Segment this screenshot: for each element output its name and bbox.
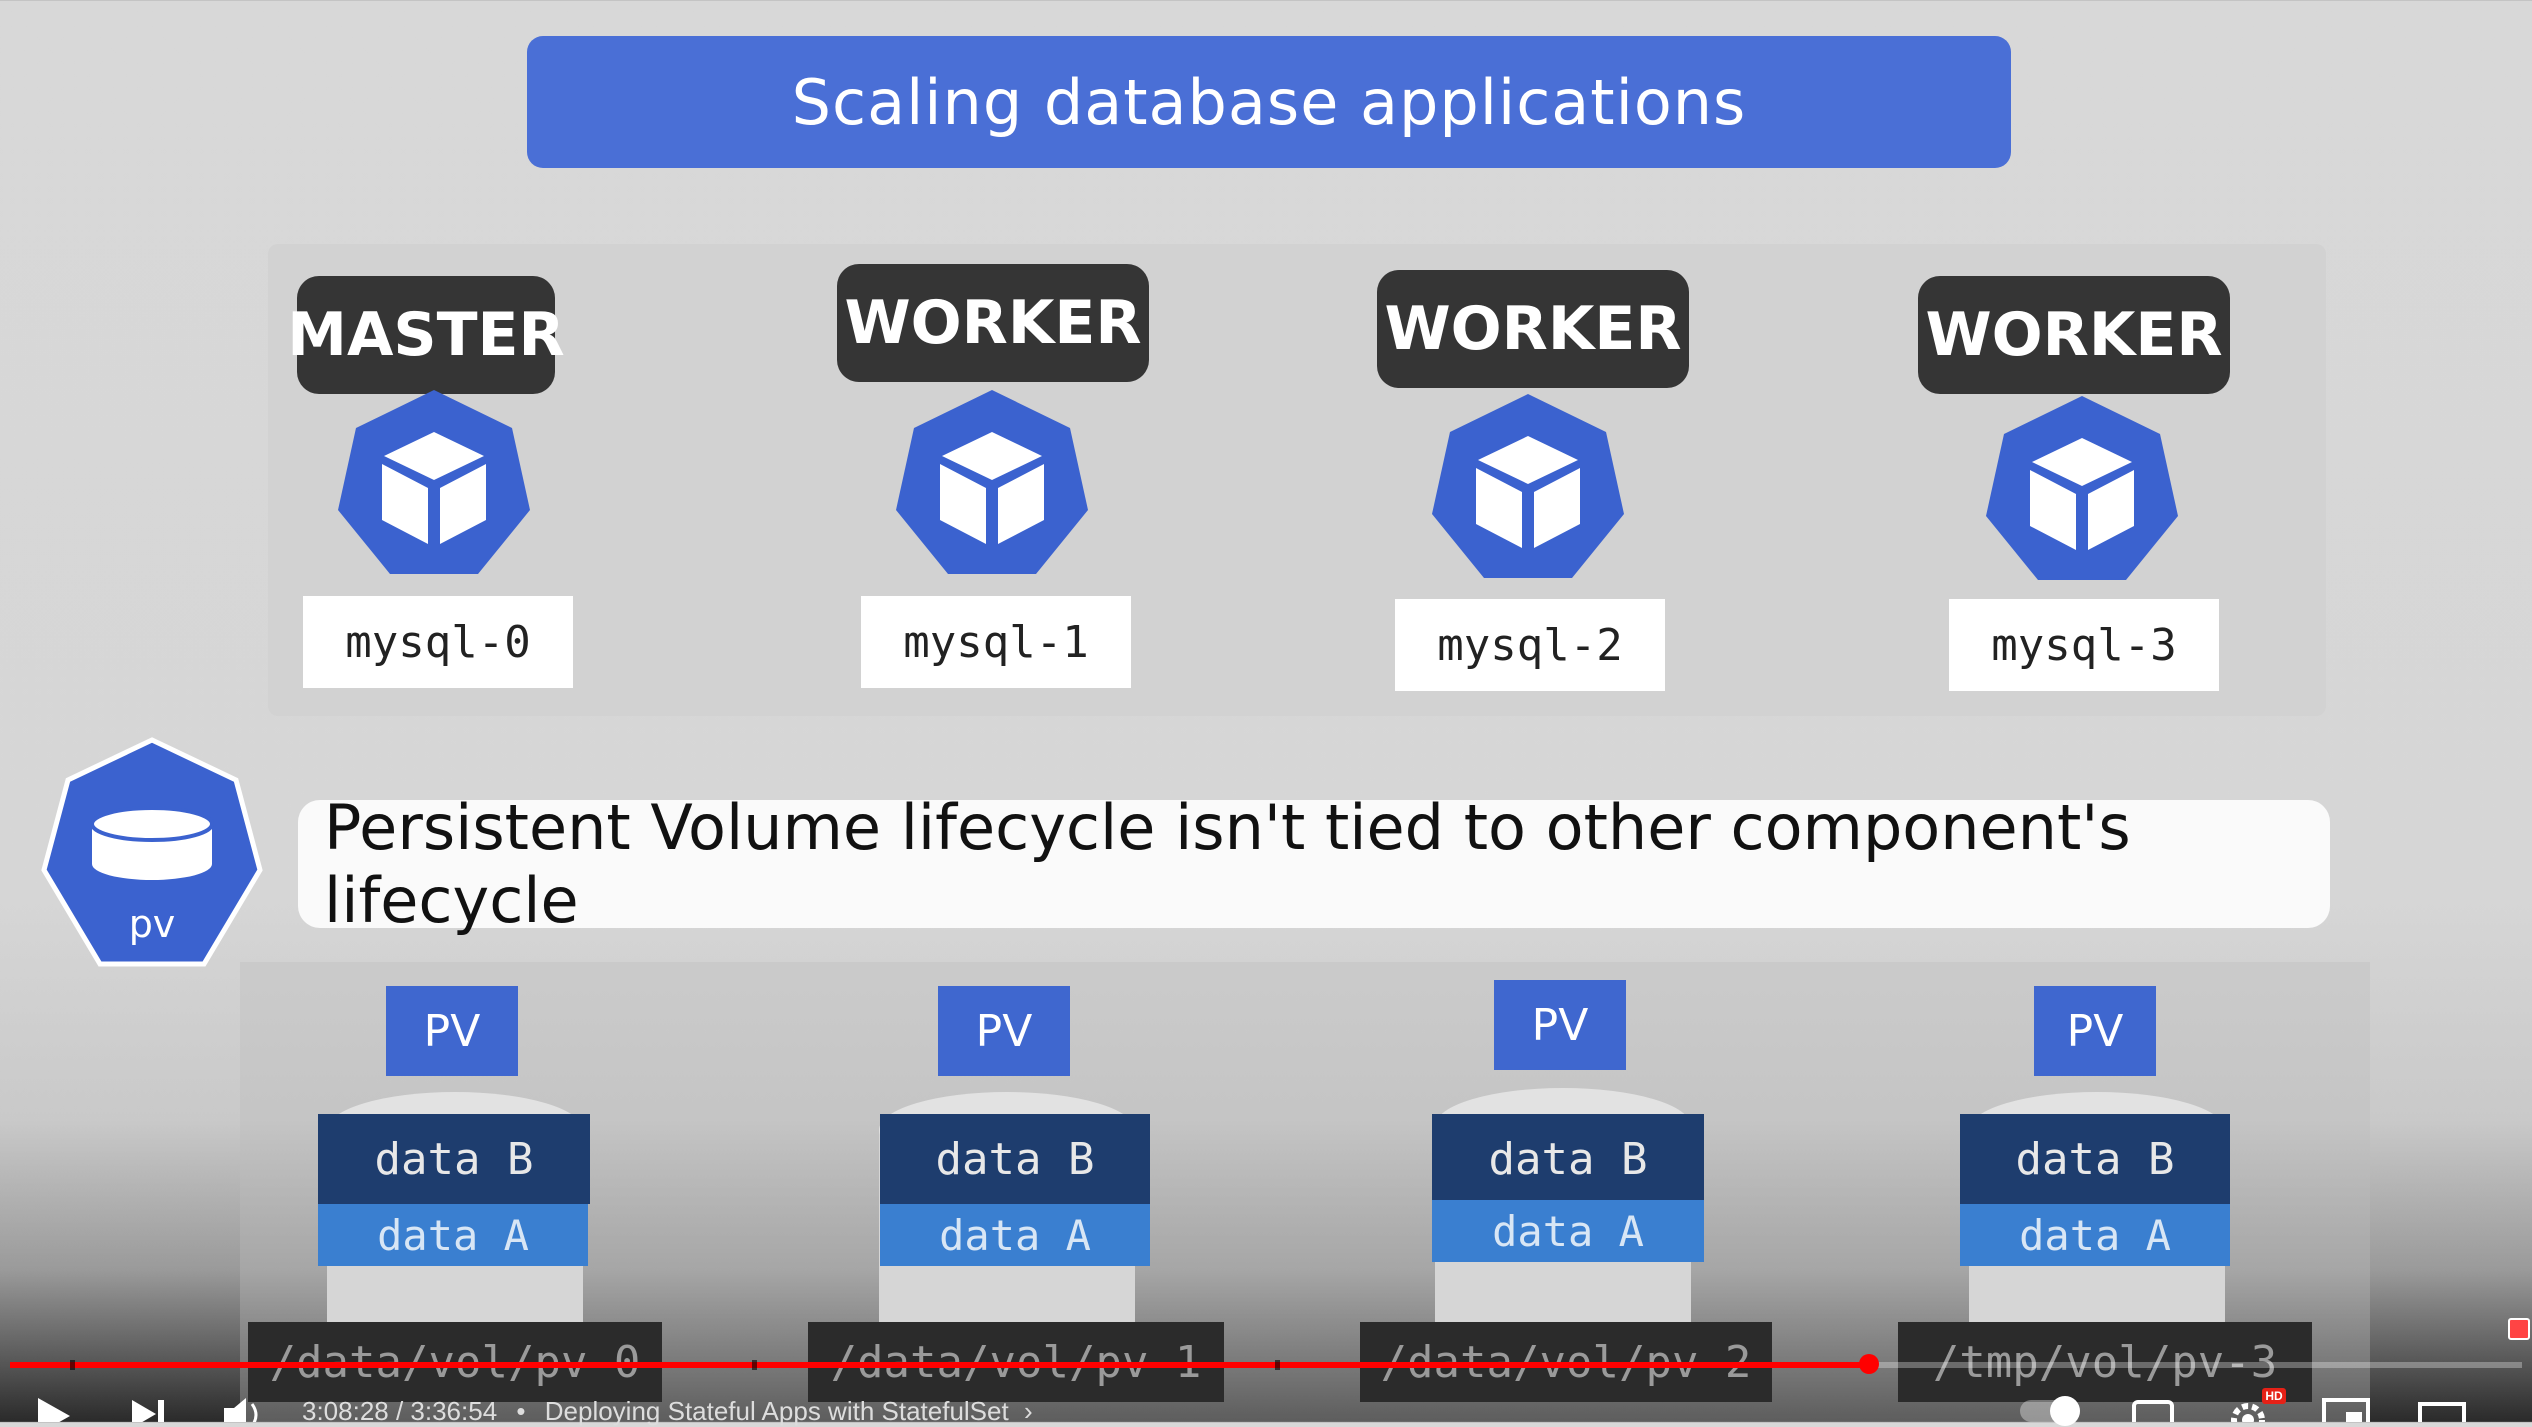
pv-tag: PV [2034, 986, 2156, 1076]
time-display: 3:08:28 / 3:36:54 • Deploying Stateful A… [302, 1396, 1033, 1427]
settings-icon[interactable] [2226, 1398, 2270, 1422]
pod-label: mysql-3 [1949, 599, 2219, 691]
lifecycle-statement: Persistent Volume lifecycle isn't tied t… [298, 791, 2330, 937]
volume-icon[interactable] [222, 1398, 266, 1422]
data-b-block: data B [880, 1114, 1150, 1204]
chapter-marker [70, 1360, 75, 1370]
chapter-marker [752, 1360, 757, 1370]
progress-played [10, 1362, 1869, 1368]
play-icon[interactable] [34, 1396, 74, 1422]
subtitles-icon[interactable] [2132, 1400, 2174, 1422]
data-a-block: data A [1432, 1200, 1704, 1262]
miniplayer-icon[interactable] [2322, 1398, 2370, 1422]
persistent-volume-icon [41, 737, 263, 967]
autoplay-knob [2050, 1396, 2080, 1426]
pod-label: mysql-0 [303, 596, 573, 688]
node-role-badge: MASTER [287, 276, 565, 394]
theater-icon[interactable] [2418, 1398, 2466, 1422]
pod-cube-icon [1986, 396, 2178, 580]
data-a-block: data A [1960, 1204, 2230, 1266]
pv-tag: PV [938, 986, 1070, 1076]
pod-cube-icon [338, 390, 530, 574]
separator-dot: • [516, 1396, 526, 1426]
pod-label: mysql-1 [861, 596, 1131, 688]
node-role-badge: WORKER [1377, 270, 1689, 388]
pod-cube-icon [896, 390, 1088, 574]
pv-icon-label: pv [128, 902, 176, 946]
data-b-block: data B [1960, 1114, 2230, 1204]
pod-cube-icon [1432, 394, 1624, 578]
slide-title: Scaling database applications [527, 36, 2011, 168]
data-b-block: data B [1432, 1114, 1704, 1204]
node-role-badge: WORKER [1918, 276, 2230, 394]
pv-tag: PV [386, 986, 518, 1076]
elapsed-duration: 3:08:28 / 3:36:54 [302, 1396, 498, 1426]
chapter-title[interactable]: Deploying Stateful Apps with StatefulSet [544, 1396, 1009, 1426]
pod-label: mysql-2 [1395, 599, 1665, 691]
chevron-right-icon[interactable]: › [1023, 1396, 1033, 1426]
autoplay-toggle[interactable] [2020, 1396, 2080, 1426]
data-b-block: data B [318, 1114, 590, 1204]
data-a-block: data A [318, 1204, 588, 1266]
volume-path: /tmp/vol/pv-3 [1898, 1322, 2312, 1402]
data-a-block: data A [880, 1204, 1150, 1266]
scrubber-handle[interactable] [1859, 1354, 1879, 1374]
node-role-badge: WORKER [837, 264, 1149, 382]
next-icon[interactable] [128, 1398, 168, 1422]
recording-indicator-icon [2508, 1318, 2530, 1340]
pv-tag: PV [1494, 980, 1626, 1070]
chapter-marker [1275, 1360, 1280, 1370]
hd-badge: HD [2262, 1388, 2286, 1404]
